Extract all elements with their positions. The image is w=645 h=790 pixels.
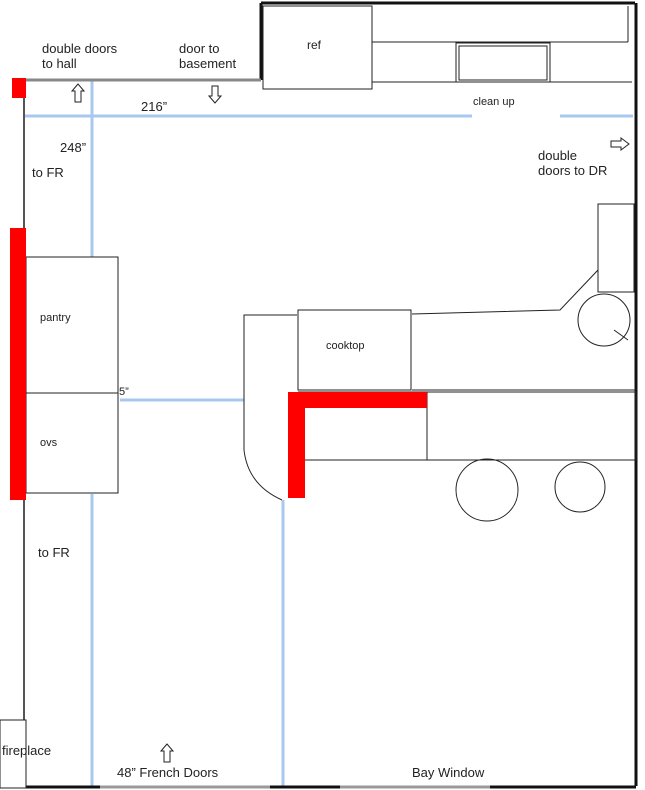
arrow-up-icon [159,743,175,763]
label-double-doors-hall: double doors to hall [42,41,118,71]
cooktop-surface [297,309,412,391]
label-dim-5: 5” [119,386,129,398]
stool [554,461,606,513]
red-block-island [288,392,427,498]
sink [455,42,551,83]
label-dim-216: 216” [141,99,168,114]
stool [455,458,519,522]
label-cooktop: cooktop [326,340,365,352]
fireplace-box [0,719,27,789]
top-counter [262,5,632,90]
label-pantry: pantry [40,312,71,324]
red-block-left [10,228,26,500]
arrow-down-icon [207,85,223,104]
label-door-basement: door to basement [179,41,237,71]
pantry-ovens [25,256,119,494]
label-to-fr-top: to FR [32,165,64,180]
dimension-lines [24,80,633,786]
arrow-up-icon [70,83,86,103]
label-clean-up: clean up [473,96,515,108]
right-counter [243,203,637,522]
island-counter [426,391,637,461]
red-block-top-left [12,78,26,98]
label-ovs: ovs [40,437,58,449]
pantry-cabinet [25,256,119,394]
label-bay-window: Bay Window [412,765,485,780]
label-french-doors: 48” French Doors [117,765,219,780]
label-double-doors-dr: double doors to DR [538,148,608,178]
lazy-susan [577,293,631,347]
ovens-cabinet [25,392,119,494]
label-dim-248: 248” [60,140,87,155]
label-fireplace: fireplace [2,743,52,758]
label-ref: ref [307,38,322,52]
arrow-right-icon [610,137,630,151]
refrigerator [262,5,373,90]
label-to-fr-bottom: to FR [38,545,70,560]
walls [23,1,638,789]
